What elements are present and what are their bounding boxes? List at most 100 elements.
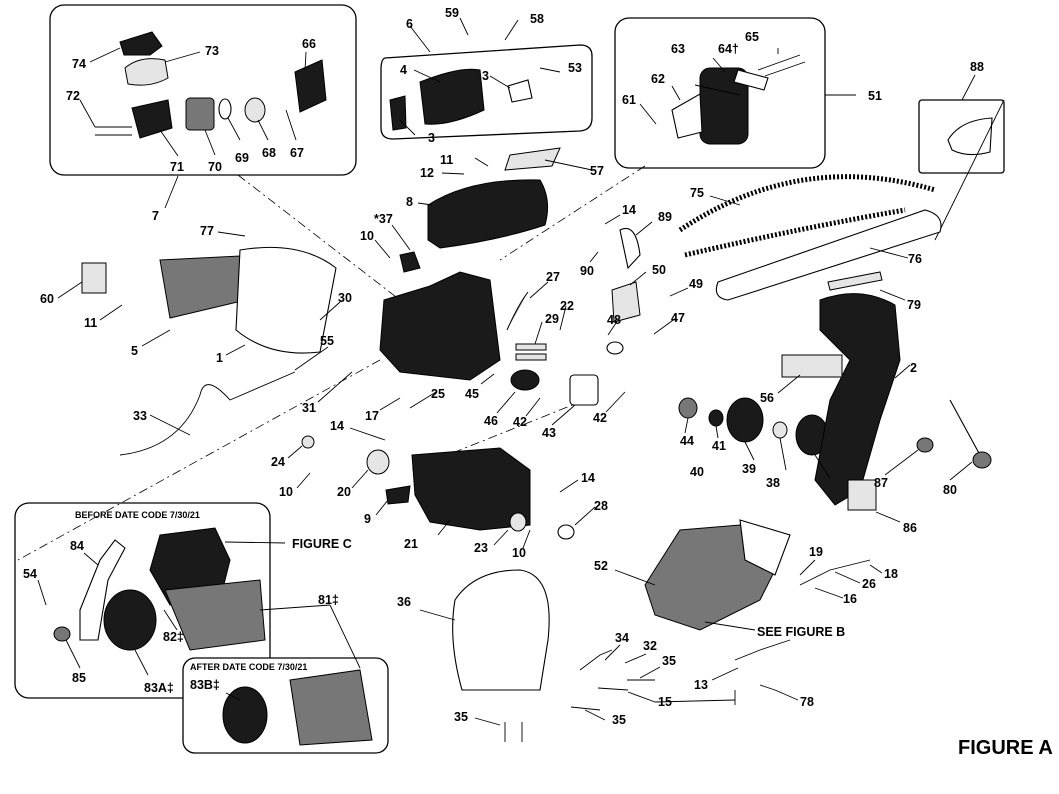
callout: 63 xyxy=(671,42,685,56)
decal-part xyxy=(81,262,107,294)
callout: 10 xyxy=(360,229,374,243)
callout: 4 xyxy=(400,63,407,77)
callout: 1 xyxy=(216,351,223,365)
bar-nut-part xyxy=(916,437,934,453)
muffler-bracket-part xyxy=(671,93,703,139)
air-filter-cover-part xyxy=(419,68,485,125)
front-handle-part xyxy=(454,569,550,691)
callout: 58 xyxy=(530,12,544,26)
callout: 34 xyxy=(615,631,629,645)
chain-plate-part xyxy=(611,281,641,323)
callout: 77 xyxy=(200,224,214,238)
pin-part-2 xyxy=(759,684,776,691)
air-box-part xyxy=(119,31,163,56)
callout: 32 xyxy=(643,639,657,653)
pin-part xyxy=(515,343,547,351)
callout: 14 xyxy=(581,471,595,485)
callout: 59 xyxy=(445,6,459,20)
bolt-part xyxy=(757,54,801,71)
bar-nose-leader xyxy=(934,99,1005,241)
callout: 76 xyxy=(908,252,922,266)
callout: 16 xyxy=(843,592,857,606)
callout: 36 xyxy=(397,595,411,609)
callout: 50 xyxy=(652,263,666,277)
air-filter-inset-box xyxy=(380,44,593,140)
callout: 41 xyxy=(712,439,726,453)
throttle-cable-part xyxy=(119,371,296,456)
callout: 72 xyxy=(66,89,80,103)
spacer-part xyxy=(244,97,266,123)
fuel-line-part xyxy=(506,291,529,331)
callout: 14 xyxy=(330,419,344,433)
callout: 45 xyxy=(465,387,479,401)
callout: 47 xyxy=(671,311,685,325)
av-spring-part xyxy=(509,512,527,532)
choke-part xyxy=(294,59,327,113)
callout: 55 xyxy=(320,334,334,348)
screw-part xyxy=(597,687,629,691)
callout: 74 xyxy=(72,57,86,71)
callout: 71 xyxy=(170,160,184,174)
callout: *37 xyxy=(374,212,393,226)
callout: 28 xyxy=(594,499,608,513)
callout: 35 xyxy=(612,713,626,727)
ref-see-figure-b: SEE FIGURE B xyxy=(757,625,845,639)
cover-decal-part xyxy=(847,479,877,511)
callout: 42 xyxy=(593,411,607,425)
callout: 5 xyxy=(131,344,138,358)
callout: 42 xyxy=(513,415,527,429)
filter-part xyxy=(124,58,169,86)
chain-part-lower xyxy=(684,207,906,258)
callout: 69 xyxy=(235,151,249,165)
callout: 90 xyxy=(580,264,594,278)
sprocket-part xyxy=(726,397,764,443)
callout: 53 xyxy=(568,61,582,75)
leader-63 xyxy=(694,84,741,96)
callout: 75 xyxy=(690,186,704,200)
callout: 15 xyxy=(658,695,672,709)
label-part xyxy=(504,147,561,171)
callout: 78 xyxy=(800,695,814,709)
callout: 35 xyxy=(454,710,468,724)
callout: 89 xyxy=(658,210,672,224)
throttle-spring-part xyxy=(579,649,613,671)
callout: 57 xyxy=(590,164,604,178)
gasket-part xyxy=(218,98,232,120)
callout: 83B‡ xyxy=(190,678,220,692)
callout: 19 xyxy=(809,545,823,559)
callout: 17 xyxy=(365,409,379,423)
assembly-line xyxy=(237,174,401,301)
knob-part xyxy=(389,95,407,131)
callout: 88 xyxy=(970,60,984,74)
callout: 10 xyxy=(512,546,526,560)
sprocket-cover-part xyxy=(814,293,901,506)
washer-part xyxy=(772,421,788,439)
bar-label-part xyxy=(827,271,883,291)
callout: 54 xyxy=(23,567,37,581)
callout: 38 xyxy=(766,476,780,490)
callout: 65 xyxy=(745,30,759,44)
engine-b-part xyxy=(289,669,373,746)
callout: 39 xyxy=(742,462,756,476)
callout: 30 xyxy=(338,291,352,305)
callout: 21 xyxy=(404,537,418,551)
callout: 86 xyxy=(903,521,917,535)
callout: 83A‡ xyxy=(144,681,174,695)
cap-part xyxy=(557,524,575,540)
bolt-part xyxy=(764,61,806,77)
scrench-head-part xyxy=(972,451,992,469)
callout: 3 xyxy=(482,69,489,83)
callout: 11 xyxy=(440,153,453,167)
callout: 64† xyxy=(718,42,739,56)
muffler-gasket-part xyxy=(733,69,769,91)
callout: 23 xyxy=(474,541,488,555)
washer-part-2 xyxy=(301,435,315,449)
callout: 60 xyxy=(40,292,54,306)
trigger-rod-part xyxy=(799,559,871,586)
callout: 44 xyxy=(680,434,694,448)
callout: 62 xyxy=(651,72,665,86)
flywheel-b-part xyxy=(222,686,268,744)
flywheel-part xyxy=(103,589,157,651)
callout: 3 xyxy=(428,131,435,145)
